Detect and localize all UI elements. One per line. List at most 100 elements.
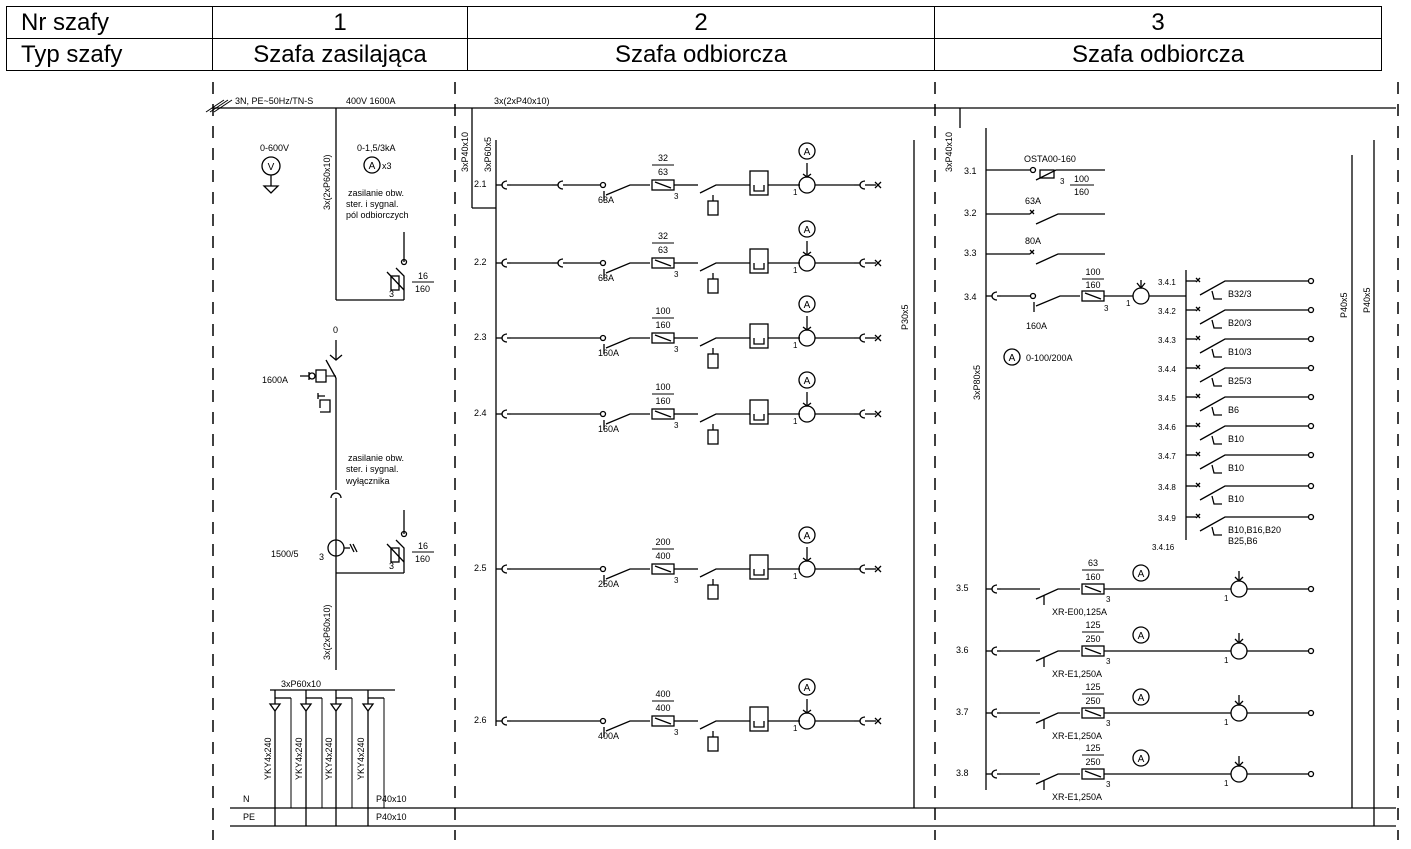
plug-contact-icon (986, 646, 1001, 656)
plug-arc (991, 769, 998, 779)
contactor-coil-icon (707, 353, 719, 369)
fuse-diagonal-icon (1084, 647, 1102, 655)
mcb-x-icon (1195, 482, 1201, 488)
fuse-switch-icon (386, 267, 405, 291)
fuse-top-rating: 400 (655, 689, 670, 699)
ct-arrow-icon (1136, 282, 1146, 290)
cable-type: YKY4x240 (356, 737, 366, 780)
thermal-element-icon (753, 263, 765, 270)
breaker-mechanism-icon (319, 399, 331, 413)
ct-count: 1 (1224, 779, 1229, 788)
fuse-diagonal-icon (1084, 770, 1102, 778)
fuse-top-rating: 63 (1088, 558, 1098, 568)
fuse2-bot-rating: 160 (415, 554, 430, 564)
ct-ground-icon (344, 543, 358, 553)
ammeter-letter: A (1138, 754, 1145, 765)
fuse-bot-rating: 400 (655, 703, 670, 713)
plug-arc (501, 564, 508, 574)
current-transformer-icon (1230, 765, 1248, 783)
plug-arc (501, 409, 508, 419)
pole-count: 3 (674, 421, 679, 430)
cab3-pe-bus2-label: P40x5 (1362, 287, 1372, 313)
fuse-diagonal-icon (1084, 585, 1102, 593)
cable-arrow-icon (268, 703, 282, 713)
thermal-relay-icon (749, 706, 769, 732)
feeder-id: 2.6 (474, 715, 487, 725)
disconnector-blade-icon (605, 568, 650, 580)
cabinet-header-table: Nr szafy 1 2 3 Typ szafy Szafa zasilając… (0, 0, 1411, 80)
fuse-diagonal-icon (1084, 292, 1102, 300)
ammeter-circle (1132, 688, 1150, 706)
ammeter-letter: A (804, 683, 811, 694)
current-transformer-icon (798, 712, 816, 730)
breaker-motor-icon (308, 372, 316, 380)
contactor-blade-icon (699, 413, 750, 423)
mcb-blade-icon (1199, 367, 1308, 383)
ammeter-range: 0-1,5/3kA (357, 143, 396, 153)
disconnector-blade-icon (605, 413, 650, 425)
ct-count: 1 (1224, 656, 1229, 665)
fuse-top-rating: 100 (655, 306, 670, 316)
note2-line2: ster. i sygnal. (346, 464, 399, 474)
ct-arrow-icon (1234, 638, 1244, 644)
outlet-terminal-icon (874, 565, 882, 573)
pole-count: 3 (1106, 719, 1111, 728)
mcb-blade-icon (1199, 338, 1308, 354)
fuse-top-rating: 32 (658, 153, 668, 163)
plug-contact-icon (854, 258, 869, 268)
sub-feeder-id: 3.4.3 (1158, 336, 1176, 345)
mcb-release-icon (1211, 319, 1222, 329)
contactor-coil-icon (707, 736, 719, 752)
ct-arrow-icon (1234, 576, 1244, 582)
pe-label: PE (243, 812, 255, 822)
fuse2-switch-icon (386, 539, 405, 563)
plug-contact-icon (552, 258, 567, 268)
plug-arc (557, 180, 564, 190)
sub-feeder-id: 3.4.2 (1158, 307, 1176, 316)
cable-arrow-icon (361, 703, 375, 713)
thermal-relay-icon (749, 399, 769, 425)
disconnector-blade-icon (1035, 295, 1080, 307)
outlet-terminal-icon (1307, 770, 1315, 778)
feeder-id: 3.3 (964, 248, 977, 258)
cable-arrow-icon (299, 703, 313, 713)
switch-current: 63A (1025, 196, 1041, 206)
breaker-type: XR-E00,125A (1052, 607, 1107, 617)
mcb-release-icon (1211, 435, 1222, 445)
mcb-release-icon (1211, 348, 1222, 358)
breaker-release-icon (315, 369, 327, 383)
fuse-top-rating: 16 (418, 271, 428, 281)
plug-contact-icon (496, 258, 511, 268)
cable-type: YKY4x240 (294, 737, 304, 780)
ammeter-circle (798, 220, 816, 238)
switch-blade-icon (1035, 169, 1105, 181)
sub-last-id: 3.4.16 (1152, 543, 1175, 552)
plug-arc (991, 708, 998, 718)
breaker-blade-icon (1035, 650, 1080, 662)
outlet-terminal-icon (1307, 482, 1315, 490)
fuse-element-icon (390, 275, 400, 291)
ct-count: 1 (1224, 594, 1229, 603)
ammeter-circle (1003, 348, 1021, 366)
ammeter-arrow-icon (802, 402, 812, 407)
fuse-bot-rating: 160 (655, 320, 670, 330)
fuse-top-rating: 200 (655, 537, 670, 547)
feeder-id: 3.7 (956, 707, 969, 717)
plug-contact-icon (496, 716, 511, 726)
mcb-blade-icon (1199, 454, 1308, 470)
ammeter-letter: A (804, 225, 811, 236)
cab2-pe-bus-label: P30x5 (900, 304, 910, 330)
pole-count: 3 (674, 576, 679, 585)
feeder-id: 3.8 (956, 768, 969, 778)
feeder-current: 160A (598, 424, 619, 434)
breaker-type: XR-E1,250A (1052, 792, 1102, 802)
mcb-blade-icon (1199, 485, 1308, 501)
sub-feeder-3.4.5: 3.4.5B6 (1158, 393, 1315, 416)
ct-arrow-icon (1234, 761, 1244, 767)
ammeter-circle (1132, 564, 1150, 582)
